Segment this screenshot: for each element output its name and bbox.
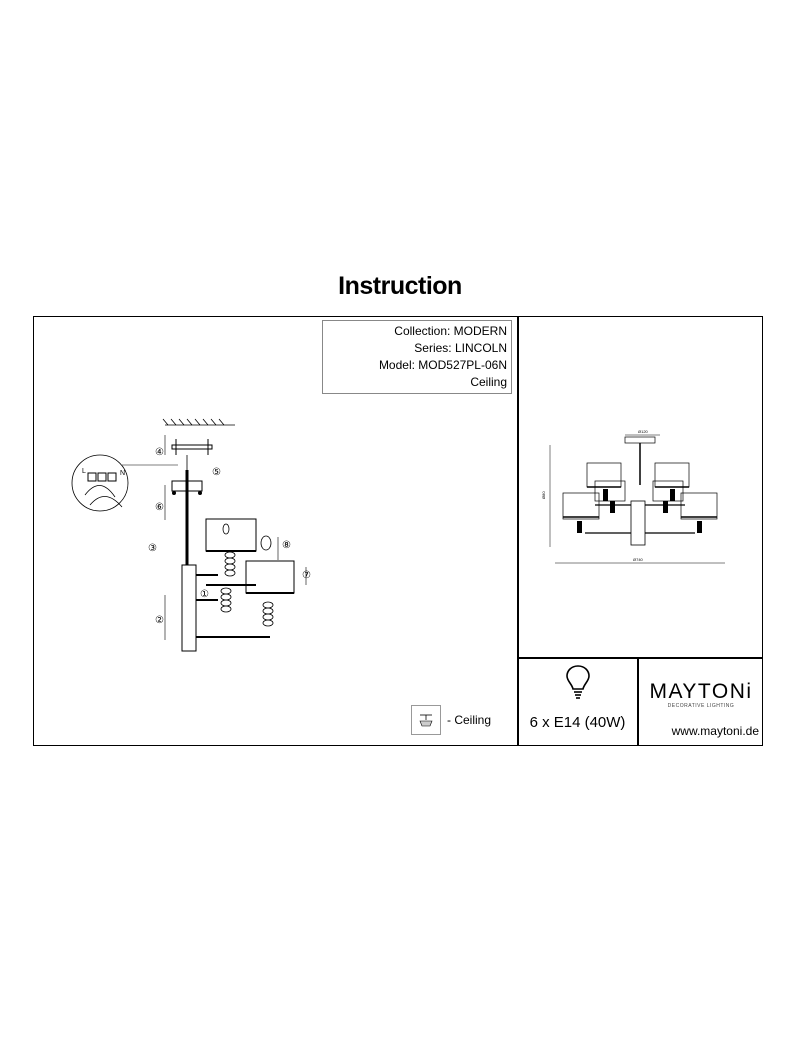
width-dimension: Ø740 xyxy=(633,557,644,562)
wiring-detail-circle xyxy=(71,454,129,512)
step-3: ③ xyxy=(148,543,157,554)
step-8: ⑧ xyxy=(282,540,291,551)
bulb-sketch xyxy=(260,535,272,551)
brand-divider xyxy=(637,657,639,745)
panel-divider xyxy=(517,316,519,746)
height-dimension: Ø80 xyxy=(541,491,546,499)
top-dimension: Ø120 xyxy=(638,429,649,434)
lamp-shade xyxy=(245,560,295,594)
instruction-frame xyxy=(33,316,763,746)
page-title: Instruction xyxy=(338,272,462,300)
body-column xyxy=(181,564,197,652)
step-5: ⑤ xyxy=(212,467,221,478)
live-wire-label: L xyxy=(82,468,86,475)
ceiling-legend: - Ceiling xyxy=(411,705,491,735)
bulb-spec: 6 x E14 (40W) xyxy=(529,714,626,731)
neutral-wire-label: N xyxy=(120,470,125,477)
product-info-box: Collection: MODERN Series: LINCOLN Model… xyxy=(322,320,512,394)
collection-label: Collection: MODERN xyxy=(394,324,507,338)
model-label: Model: MOD527PL-06N xyxy=(378,358,507,372)
step-1: ① xyxy=(200,589,209,600)
series-label: Series: LINCOLN xyxy=(414,341,507,355)
lamp-holder xyxy=(224,551,236,577)
website-link[interactable]: www.maytoni.de xyxy=(671,724,759,738)
light-bulb-icon xyxy=(566,665,590,699)
brand-logo: MAYTONi xyxy=(649,680,753,703)
step-7: ⑦ xyxy=(302,570,311,581)
ceiling-mount-icon xyxy=(411,705,441,735)
brand-tagline: DECORATIVE LIGHTING xyxy=(667,703,735,709)
assembly-diagram: L N ① ② ③ ④ ⑤ ⑥ ⑦ ⑧ xyxy=(71,418,311,652)
footer-divider xyxy=(517,657,762,659)
mounting-plate xyxy=(171,444,213,450)
mount-type-label: Ceiling xyxy=(470,375,507,389)
step-4: ④ xyxy=(155,447,164,458)
lamp-shade xyxy=(205,518,257,552)
step-2: ② xyxy=(155,615,164,626)
ceiling-legend-label: - Ceiling xyxy=(447,713,492,727)
ceiling-hatch xyxy=(162,418,235,426)
step-6: ⑥ xyxy=(155,502,164,513)
dimension-drawing: Ø120 Ø80 Ø740 xyxy=(541,429,725,564)
